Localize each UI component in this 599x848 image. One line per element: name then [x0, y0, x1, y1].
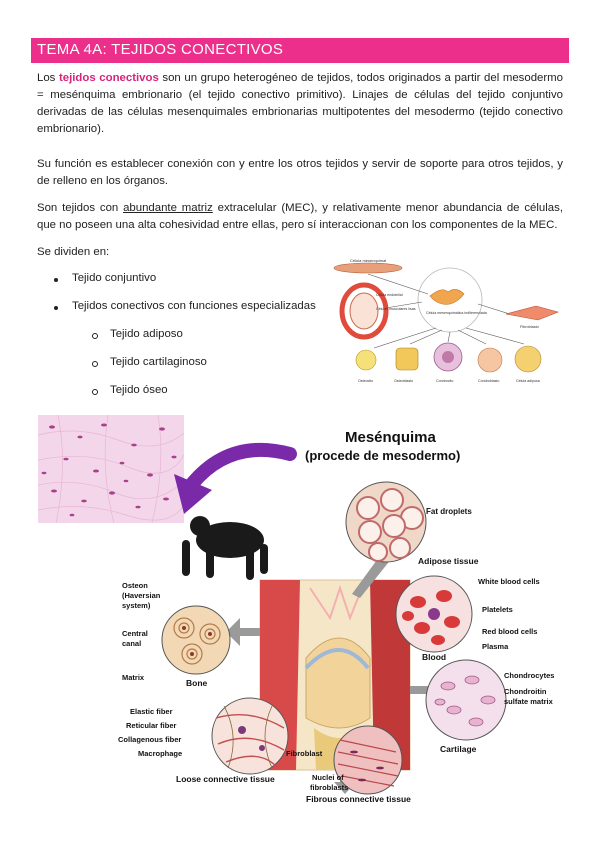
intro-paragraph-1: Los tejidos conectivos son un grupo hete…: [37, 70, 563, 138]
diagram-label: Células musculares lisas: [376, 307, 416, 311]
diagram-label: Célula mesenquimática indiferenciada: [426, 311, 487, 315]
osteoblast-icon: [395, 347, 419, 371]
blood-label: Red blood cells: [482, 627, 537, 636]
cartilage-inset: Chondrocytes Chondroitin sulfate matrix …: [425, 659, 554, 754]
osteocyte-icon: [355, 349, 377, 371]
list-item: Tejido conjuntivo: [54, 272, 156, 284]
list-item-label: Tejidos conectivos con funciones especia…: [72, 300, 316, 312]
bone-label: (Haversian: [122, 591, 161, 600]
blood-label: Plasma: [482, 642, 509, 651]
intro-paragraph-4: Se dividen en:: [37, 246, 110, 258]
bone-label: canal: [122, 639, 141, 648]
bullet-ring-icon: [92, 389, 98, 395]
page-title: TEMA 4A: TEJIDOS CONECTIVOS: [37, 41, 284, 58]
histology-micrograph: [38, 415, 184, 523]
bone-title: Bone: [186, 678, 208, 688]
cartilage-label: sulfate matrix: [504, 697, 554, 706]
bullet-icon: [54, 306, 58, 310]
list-item-label: Tejido conjuntivo: [72, 272, 157, 284]
diagram-label: Célula mesenquimal: [350, 258, 386, 263]
blood-inset: White blood cells Platelets Red blood ce…: [395, 575, 540, 662]
bone-label: Osteon: [122, 581, 148, 590]
diagram-label: Condroblasto: [478, 379, 499, 383]
loose-label: Reticular fiber: [126, 721, 177, 730]
underlined-term: abundante matriz: [123, 202, 213, 214]
bone-label: Matrix: [122, 673, 145, 682]
blood-vessel-icon: [339, 282, 389, 340]
connective-tissue-figure: Mesénquima (procede de mesodermo): [118, 429, 554, 804]
text-span: Son tejidos con: [37, 202, 124, 214]
curved-arrow-icon: [185, 442, 297, 491]
blood-label: Platelets: [482, 605, 513, 614]
chimpanzee-icon: [182, 516, 268, 580]
chondroblast-icon: [477, 347, 503, 373]
adipose-tissue-inset: Fat droplets Adipose tissue: [345, 481, 479, 566]
diagram-label: Osteoblasto: [394, 379, 413, 383]
diagram-label: Condrocito: [436, 379, 453, 383]
mesenchymal-differentiation-diagram: Célula mesenquimal Célula endotelial Cél…: [333, 258, 559, 383]
highlight-term: tejidos conectivos: [58, 72, 159, 84]
text-span: extracelular (MEC), y relativamente meno…: [37, 202, 563, 231]
intro-paragraph-2: Su función es establecer conexión con y …: [37, 158, 563, 187]
loose-label: Fibroblast: [286, 749, 323, 758]
sub-list-item: Tejido adiposo: [92, 328, 183, 340]
loose-title: Loose connective tissue: [176, 774, 275, 784]
figure-title: Mesénquima: [345, 429, 437, 446]
fibrous-label: Nuclei of: [312, 773, 344, 782]
mesenchymal-cell-icon: [333, 262, 403, 274]
list-item-label: Tejido óseo: [110, 384, 168, 396]
adipose-title: Adipose tissue: [418, 556, 479, 566]
adipose-label: Fat droplets: [426, 507, 472, 516]
diagram-label: Célula adiposa: [516, 379, 540, 383]
fibrous-label: fibroblasts: [310, 783, 348, 792]
vessel-lumen-icon: [349, 292, 379, 330]
diagram-label: Osteocito: [358, 379, 373, 383]
fiber-texture: [38, 415, 184, 523]
fibrous-connective-inset: Nuclei of fibroblasts Fibrous connective…: [306, 725, 411, 804]
blood-title: Blood: [422, 652, 446, 662]
bullet-ring-icon: [92, 361, 98, 367]
list-item-label: Tejido cartilaginoso: [110, 356, 207, 368]
text-span: son un grupo heterogéneo de tejidos, tod…: [37, 72, 563, 135]
title-bar: TEMA 4A: TEJIDOS CONECTIVOS: [31, 38, 569, 63]
fibrous-title: Fibrous connective tissue: [306, 794, 411, 804]
list-item-label: Tejido adiposo: [110, 328, 183, 340]
bone-label: system): [122, 601, 151, 610]
cartilage-title: Cartilage: [440, 744, 477, 754]
loose-label: Elastic fiber: [130, 707, 173, 716]
fibroblast-icon: [505, 305, 559, 321]
intro-paragraph-3: Son tejidos con abundante matriz extrace…: [37, 200, 563, 234]
figure-subtitle: (procede de mesodermo): [305, 448, 460, 463]
nuclei-dots: [41, 423, 177, 517]
arrowhead-icon: [174, 474, 212, 514]
bullet-icon: [54, 278, 58, 282]
bone-inset: Osteon (Haversian system) Central canal …: [122, 581, 231, 688]
chondrocyte-nucleus-icon: [442, 351, 454, 363]
sub-list-item: Tejido óseo: [92, 384, 168, 396]
loose-connective-inset: Elastic fiber Reticular fiber Collagenou…: [118, 697, 323, 784]
bullet-ring-icon: [92, 333, 98, 339]
cartilage-label: Chondroitin: [504, 687, 547, 696]
loose-label: Macrophage: [138, 749, 182, 758]
adipocyte-icon: [514, 345, 542, 373]
diagram-label: Fibroblasto: [520, 325, 539, 329]
loose-label: Collagenous fiber: [118, 735, 181, 744]
text-span: Los: [37, 72, 59, 84]
cartilage-label: Chondrocytes: [504, 671, 554, 680]
stem-cell-icon: [429, 289, 465, 305]
sub-list-item: Tejido cartilaginoso: [92, 356, 207, 368]
blood-label: White blood cells: [478, 577, 540, 586]
diagram-label: Célula endotelial: [376, 293, 403, 297]
bone-label: Central: [122, 629, 148, 638]
list-item: Tejidos conectivos con funciones especia…: [54, 300, 316, 312]
